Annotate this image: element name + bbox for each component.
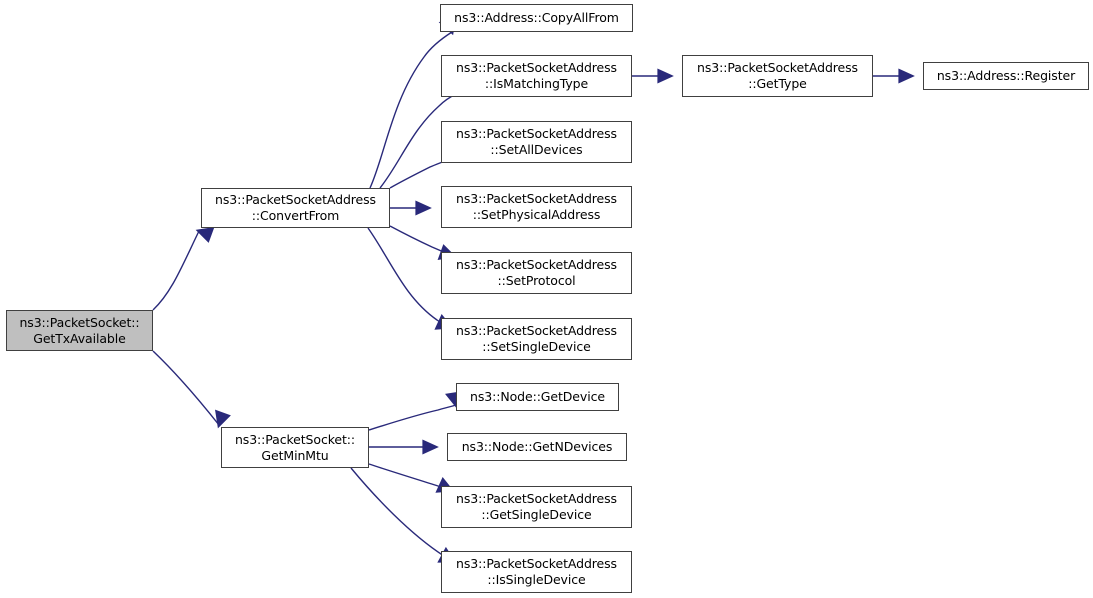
arrowhead-icon bbox=[215, 409, 231, 429]
arrowhead-icon bbox=[898, 68, 915, 84]
node-gettxavailable[interactable]: ns3::PacketSocket:: GetTxAvailable bbox=[6, 310, 153, 351]
node-register[interactable]: ns3::Address::Register bbox=[923, 62, 1089, 90]
call-edge-getminmtu-to-getsingledevice bbox=[368, 463, 452, 491]
node-label: ns3::PacketSocketAddress ::SetSingleDevi… bbox=[456, 323, 617, 354]
call-edge-convertfrom-to-setsingledevice bbox=[367, 227, 451, 328]
arrowhead-icon bbox=[415, 200, 432, 216]
node-label: ns3::PacketSocketAddress ::GetType bbox=[697, 60, 858, 91]
call-edge-gettxavailable-to-convertfrom bbox=[152, 230, 200, 311]
node-copyallfrom[interactable]: ns3::Address::CopyAllFrom bbox=[440, 4, 633, 32]
node-label: ns3::PacketSocketAddress ::SetProtocol bbox=[456, 257, 617, 288]
arrowhead-icon bbox=[422, 439, 439, 455]
node-label: ns3::PacketSocket:: GetMinMtu bbox=[234, 431, 356, 463]
node-label: ns3::Node::GetNDevices bbox=[461, 439, 613, 455]
call-edge-getminmtu-to-getdevice bbox=[368, 404, 457, 431]
call-edge-convertfrom-to-copyallfrom bbox=[369, 31, 453, 189]
node-getminmtu[interactable]: ns3::PacketSocket:: GetMinMtu bbox=[221, 427, 369, 468]
node-label: ns3::PacketSocketAddress ::ConvertFrom bbox=[215, 192, 376, 223]
node-label: ns3::PacketSocketAddress ::SetAllDevices bbox=[456, 126, 617, 157]
call-edge-gettxavailable-to-getminmtu bbox=[152, 350, 220, 426]
node-label: ns3::PacketSocketAddress ::IsSingleDevic… bbox=[456, 556, 617, 587]
node-label: ns3::PacketSocket:: GetTxAvailable bbox=[19, 314, 140, 346]
node-setphysicaladdress[interactable]: ns3::PacketSocketAddress ::SetPhysicalAd… bbox=[441, 186, 632, 228]
node-convertfrom[interactable]: ns3::PacketSocketAddress ::ConvertFrom bbox=[201, 188, 390, 228]
node-label: ns3::PacketSocketAddress ::GetSingleDevi… bbox=[456, 491, 617, 522]
node-getsingledevice[interactable]: ns3::PacketSocketAddress ::GetSingleDevi… bbox=[441, 486, 632, 528]
call-edge-getminmtu-to-issingledevice bbox=[350, 467, 454, 562]
node-setalldevices[interactable]: ns3::PacketSocketAddress ::SetAllDevices bbox=[441, 121, 632, 163]
node-gettype[interactable]: ns3::PacketSocketAddress ::GetType bbox=[682, 55, 873, 97]
node-setprotocol[interactable]: ns3::PacketSocketAddress ::SetProtocol bbox=[441, 252, 632, 294]
node-label: ns3::Node::GetDevice bbox=[470, 389, 605, 405]
node-ismatchingtype[interactable]: ns3::PacketSocketAddress ::IsMatchingTyp… bbox=[441, 55, 632, 97]
node-label: ns3::PacketSocketAddress ::SetPhysicalAd… bbox=[456, 191, 617, 222]
arrowhead-icon bbox=[657, 68, 674, 84]
node-label: ns3::PacketSocketAddress ::IsMatchingTyp… bbox=[456, 60, 617, 91]
node-issingledevice[interactable]: ns3::PacketSocketAddress ::IsSingleDevic… bbox=[441, 551, 632, 593]
node-setsingledevice[interactable]: ns3::PacketSocketAddress ::SetSingleDevi… bbox=[441, 318, 632, 360]
node-getndevices[interactable]: ns3::Node::GetNDevices bbox=[447, 433, 627, 461]
arrowhead-icon bbox=[195, 227, 215, 243]
node-label: ns3::Address::CopyAllFrom bbox=[454, 10, 619, 26]
node-getdevice[interactable]: ns3::Node::GetDevice bbox=[456, 383, 619, 411]
node-label: ns3::Address::Register bbox=[936, 68, 1076, 84]
